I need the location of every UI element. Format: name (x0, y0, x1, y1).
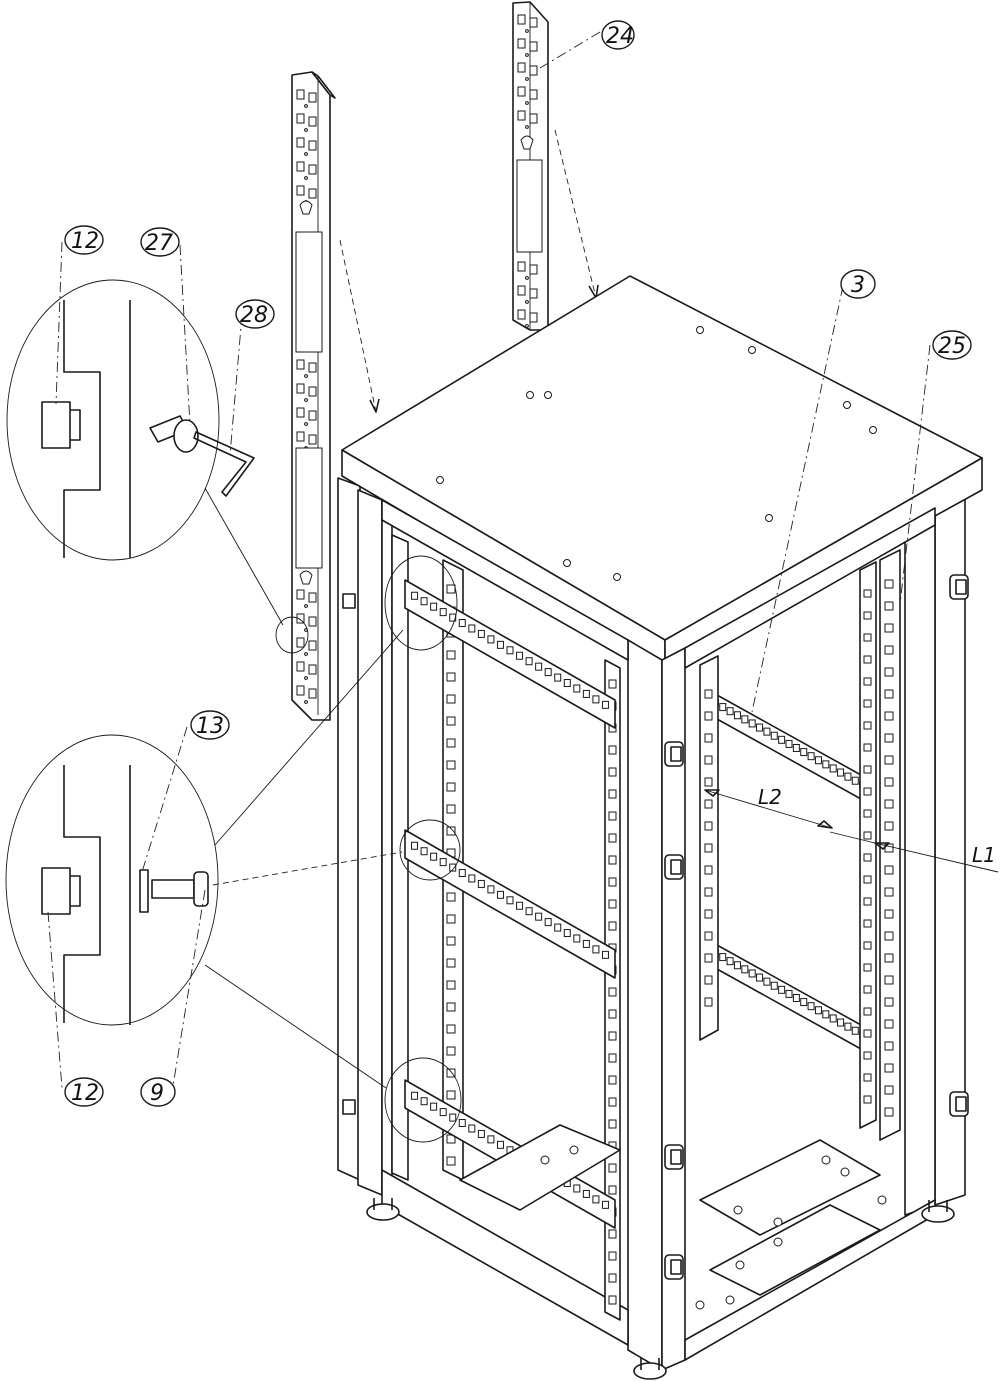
callout-9: 9 (140, 889, 206, 1107)
foot-right (921, 1200, 955, 1223)
callout-24: 24 (539, 20, 635, 69)
callout-27-label: 27 (145, 231, 173, 256)
callout-13-label: 13 (196, 714, 224, 739)
callout-27: 27 (140, 227, 191, 426)
callout-9-label: 9 (150, 1081, 164, 1106)
foot-front (633, 1358, 667, 1380)
callout-12-lower-label: 12 (71, 1081, 99, 1106)
callout-24-label: 24 (606, 24, 634, 49)
callout-28: 28 (229, 299, 275, 456)
detail-view-upper (6, 279, 255, 561)
dimension-l2: L2 (704, 785, 833, 829)
callout-25-label: 25 (938, 334, 966, 359)
callout-12-upper: 12 (55, 225, 104, 405)
callout-3: 3 (751, 269, 876, 713)
rack-rail-right (512, 1, 549, 331)
dimension-l2-label: L2 (758, 785, 782, 809)
dimension-l1: L1 (829, 831, 999, 873)
callout-12-lower: 12 (47, 911, 104, 1107)
callout-28-label: 28 (240, 303, 268, 328)
callout-25: 25 (899, 330, 972, 605)
detail-connector-lines (204, 487, 462, 1143)
callout-13: 13 (141, 710, 230, 873)
cabinet-frame (337, 275, 983, 1380)
callout-12-upper-label: 12 (71, 229, 99, 254)
rack-rail-left (291, 71, 336, 721)
foot-front-left (366, 1198, 400, 1221)
detail-view-lower (5, 734, 219, 1026)
dimension-l1-label: L1 (972, 843, 996, 867)
callout-3-label: 3 (851, 273, 865, 298)
